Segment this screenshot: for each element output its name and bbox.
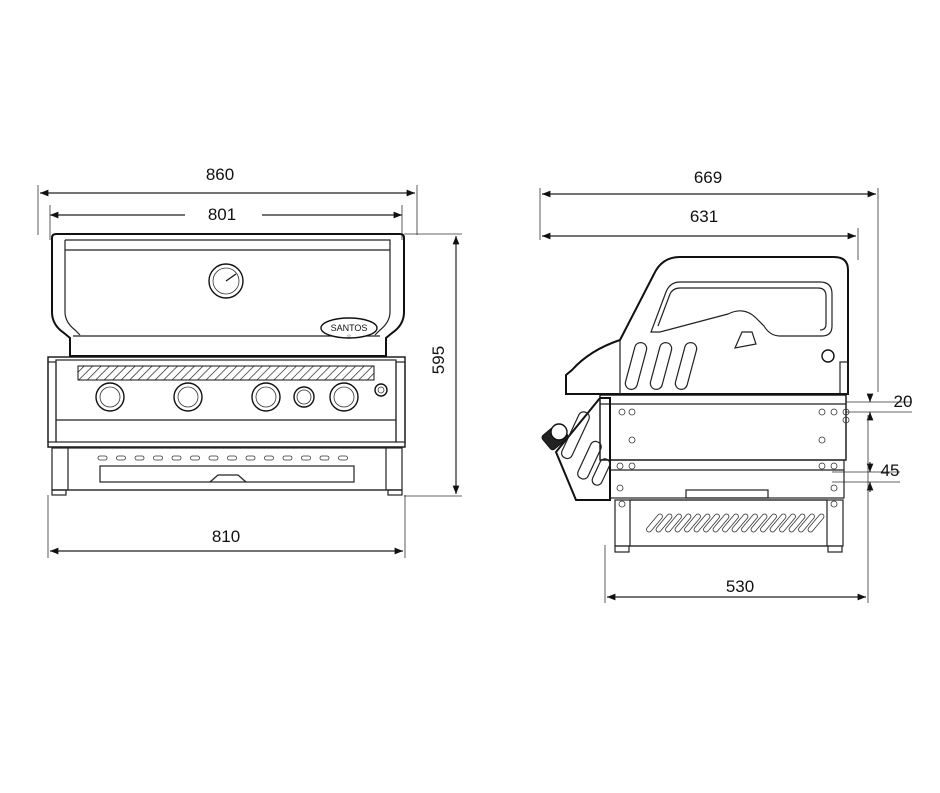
vent-slot [319,455,330,461]
dimension-height: 595 [404,233,462,497]
bolt-icon [830,500,838,508]
vent-slot [646,513,663,533]
base-front [51,447,403,496]
label-height: 595 [429,346,448,374]
dimension-base-width: 810 [47,495,406,558]
vent-slot [741,513,758,533]
vent-slot [665,513,682,533]
vent-slot [798,513,815,533]
grill-lid-front: SANTOS ☆ [51,233,405,357]
vent-slot [655,513,673,533]
vent-slot [338,455,348,461]
vent-slot [731,513,749,533]
bolt-icon [628,408,636,416]
vent-slot [97,455,108,461]
vent-slot [674,513,692,533]
dimension-total-width: 860 [37,165,418,235]
bolt-icon [618,408,626,416]
thermometer-gauge-icon [208,263,244,299]
vent-slot [208,455,219,461]
front-view: 860 801 595 810 [37,165,462,558]
bolt-icon [628,436,636,444]
bolt-icon [842,408,850,416]
bolt-icon [818,408,826,416]
vent-slot [171,455,182,461]
brand-badge: SANTOS ☆ [320,317,378,340]
dimension-base-depth: 530 [604,415,869,603]
vent-slot [769,513,787,533]
vent-slot [134,455,145,461]
vent-slot [693,513,711,533]
vent-slot [722,513,739,533]
burner-knob-icon [251,382,281,412]
vent-slot [779,513,796,533]
vent-slot [750,513,768,533]
ignition-button-icon [374,383,388,397]
vent-slot [264,455,274,461]
label-lip-mid: 45 [881,461,900,480]
control-panel-front [47,356,406,448]
dimension-lip-mid: 45 [832,461,900,492]
bolt-icon [830,484,838,492]
vent-slot [190,455,200,461]
vent-slot [227,455,237,461]
vent-slot [116,455,126,461]
grill-lid-side [565,256,849,395]
vent-slot [807,513,825,533]
label-total-width: 860 [206,165,234,184]
bolt-icon [830,462,838,470]
label-base-width: 810 [212,527,240,546]
dimension-lip-top: 20 [846,392,913,421]
grill-body-side [541,394,850,553]
label-lid-width: 801 [208,205,236,224]
burner-knob-icon [329,382,359,412]
burner-knob-icon [95,382,125,412]
vent-slot [282,455,293,461]
star-icon: ☆ [346,333,351,340]
label-lip-top: 20 [894,392,913,411]
vent-slot [703,513,720,533]
vent-slot [301,455,311,461]
vent-slot [153,455,163,461]
bolt-icon [616,484,624,492]
vent-slot [684,513,701,533]
side-knob-icon [541,423,569,451]
burner-knob-icon [173,382,203,412]
bolt-icon [830,408,838,416]
brand-label: SANTOS [331,323,368,333]
label-total-depth: 669 [694,168,722,187]
lid-bolt-icon [821,349,835,363]
bolt-icon [842,416,850,424]
label-base-depth: 530 [726,577,754,596]
side-burner-knob-icon [293,386,315,408]
vent-slot [712,513,730,533]
dimension-total-depth: 669 [539,168,879,392]
bolt-icon [818,436,826,444]
bolt-icon [818,462,826,470]
dimension-lid-depth: 631 [542,207,859,260]
vent-slot [760,513,777,533]
label-lid-depth: 631 [690,207,718,226]
vent-slot [245,455,256,461]
side-view: 669 631 20 45 530 [539,168,913,603]
bolt-icon [618,500,626,508]
dimension-lid-width: 801 [49,205,403,240]
vent-slot [788,513,806,533]
bolt-icon [616,462,624,470]
bolt-icon [628,462,636,470]
